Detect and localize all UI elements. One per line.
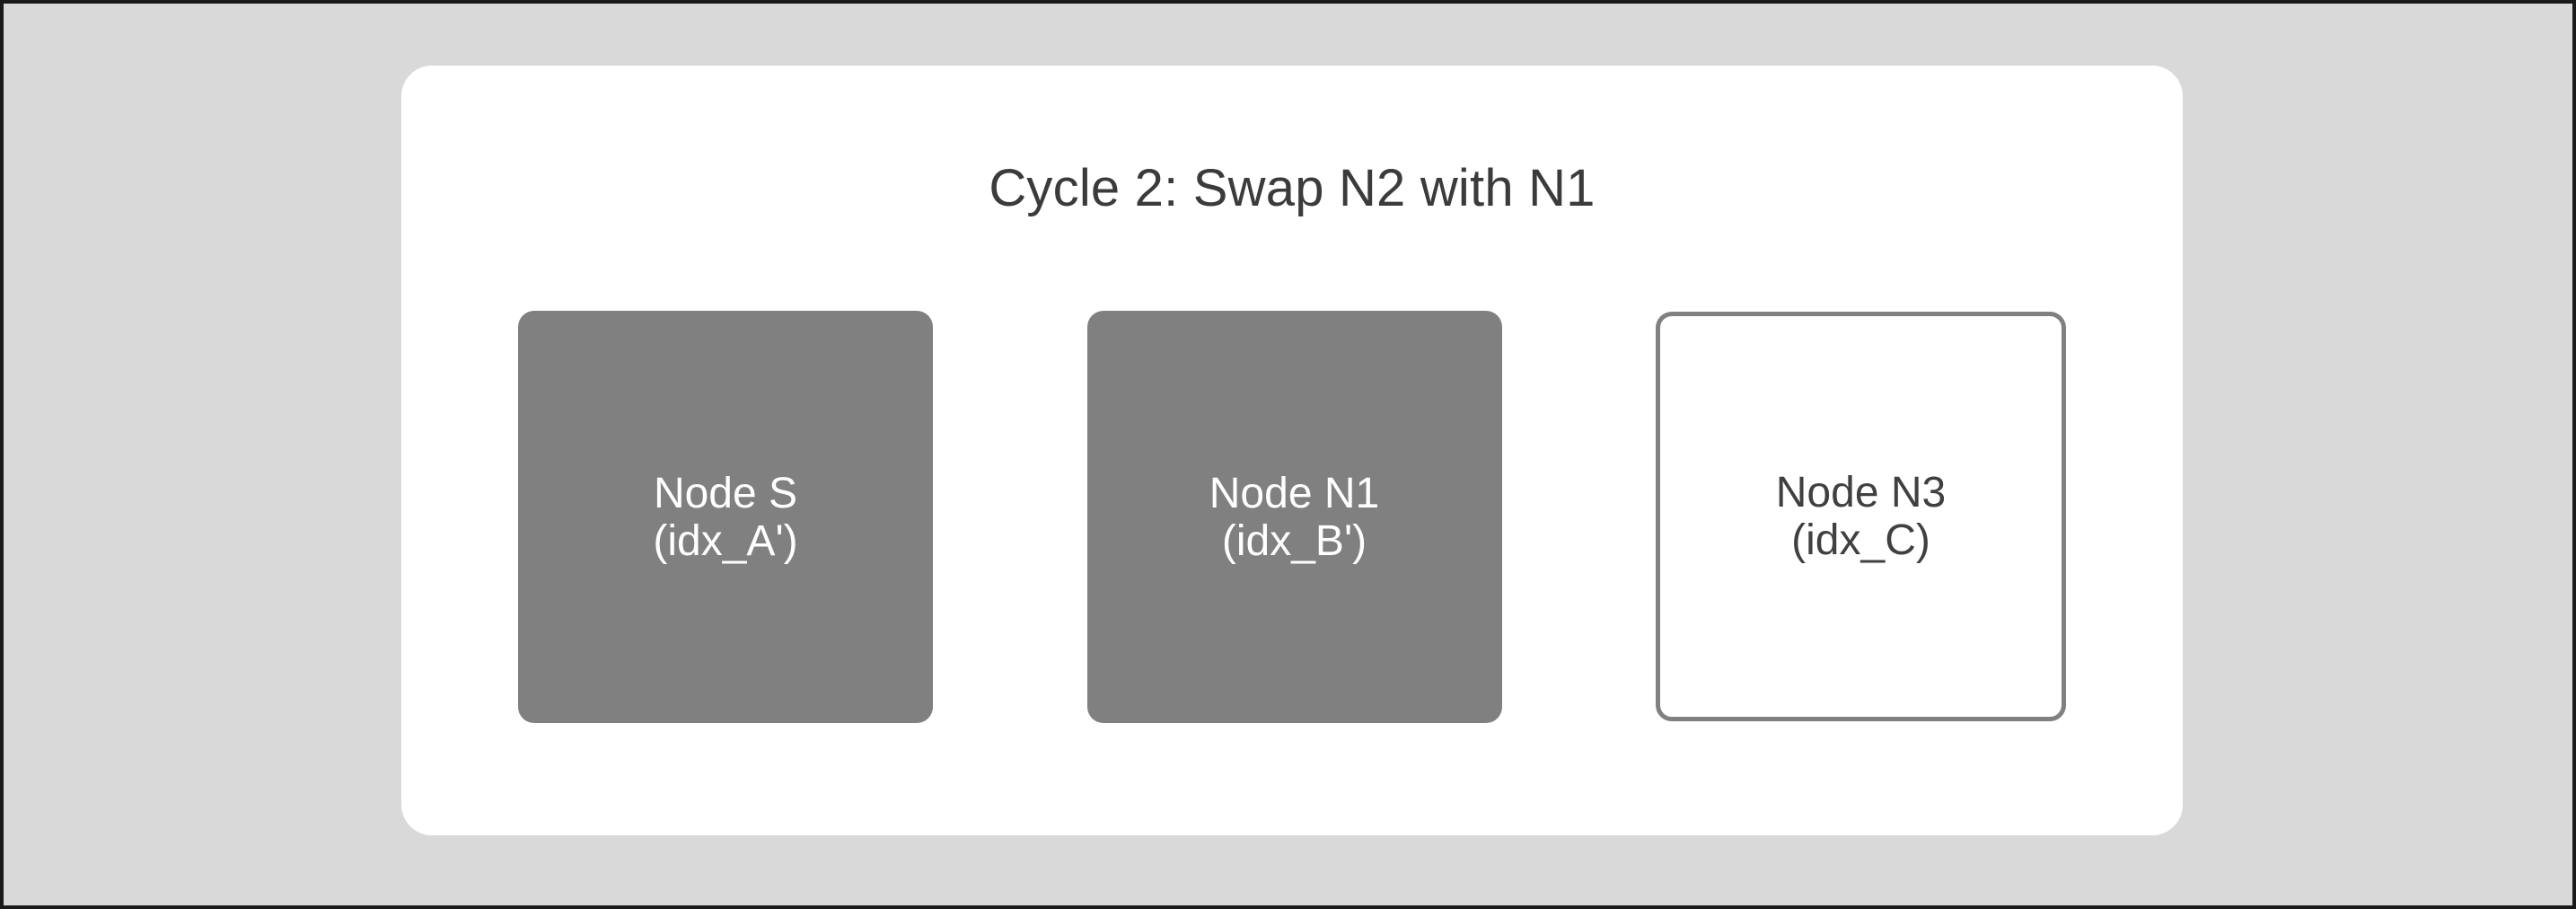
node-box-n3[interactable]: Node N3 (idx_C) [1656,312,2066,721]
node-label-name: Node N1 [1209,469,1380,517]
node-label-index: (idx_C) [1791,516,1930,564]
node-label-index: (idx_A') [653,516,798,565]
node-label-name: Node S [653,469,798,517]
node-sequence-diagram: Node S (idx_A') Node N1 (idx_B') Node N3… [518,311,2066,723]
node-box-s[interactable]: Node S (idx_A') [518,311,933,723]
node-label-index: (idx_B') [1221,516,1367,565]
slide-panel: Cycle 2: Swap N2 with N1 Node S (idx_A')… [401,66,2183,835]
node-box-n1[interactable]: Node N1 (idx_B') [1086,311,1502,723]
page-title: Cycle 2: Swap N2 with N1 [989,159,1596,217]
node-label-name: Node N3 [1775,469,1947,516]
